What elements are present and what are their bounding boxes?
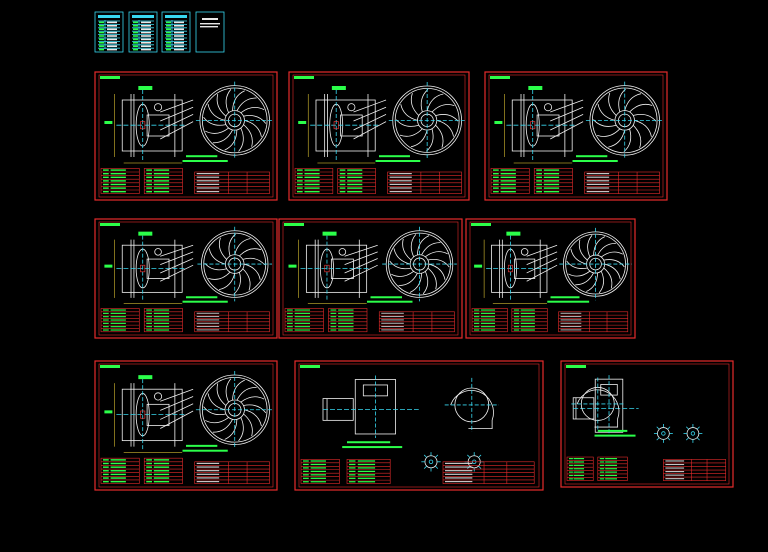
sheet-tag (490, 76, 510, 79)
index-2 (128, 11, 158, 53)
sheet-inner-border (469, 221, 632, 336)
sheet-tag (100, 223, 120, 226)
sheet-inner-border (98, 363, 274, 488)
sheet-2 (288, 71, 470, 201)
sheet-border (484, 71, 668, 201)
sheet-border (560, 360, 734, 488)
sheet-tag (300, 365, 320, 368)
sheet-border (94, 218, 278, 339)
index-1 (94, 11, 124, 53)
sheet-inner-border (298, 363, 540, 488)
index-3 (161, 11, 191, 53)
sheet-inner-border (488, 74, 664, 198)
sheet-tag (471, 223, 491, 226)
sheet-border (288, 71, 470, 201)
sheet-3 (484, 71, 668, 201)
sheet-inner-border (98, 74, 274, 198)
sheet-border (94, 71, 278, 201)
sheet-tag (100, 365, 120, 368)
index-4 (195, 11, 225, 53)
sheet-1 (94, 71, 278, 201)
index-sheets (94, 11, 225, 53)
sheet-border (294, 360, 544, 491)
sheet-8 (294, 360, 544, 491)
sheet-inner-border (564, 363, 730, 485)
sheet-tag (284, 223, 304, 226)
drawing-sheets (94, 71, 734, 491)
sheet-border (94, 360, 278, 491)
sheet-inner-border (98, 221, 274, 336)
sheet-tag (100, 76, 120, 79)
sheet-6 (465, 218, 636, 339)
sheet-4 (94, 218, 278, 339)
sheet-tag (566, 365, 586, 368)
sheet-inner-border (292, 74, 466, 198)
sheet-border (278, 218, 463, 339)
sheet-7 (94, 360, 278, 491)
sheet-9 (560, 360, 734, 488)
sheet-inner-border (282, 221, 459, 336)
sheet-border (465, 218, 636, 339)
sheet-tag (294, 76, 314, 79)
sheet-5 (278, 218, 463, 339)
